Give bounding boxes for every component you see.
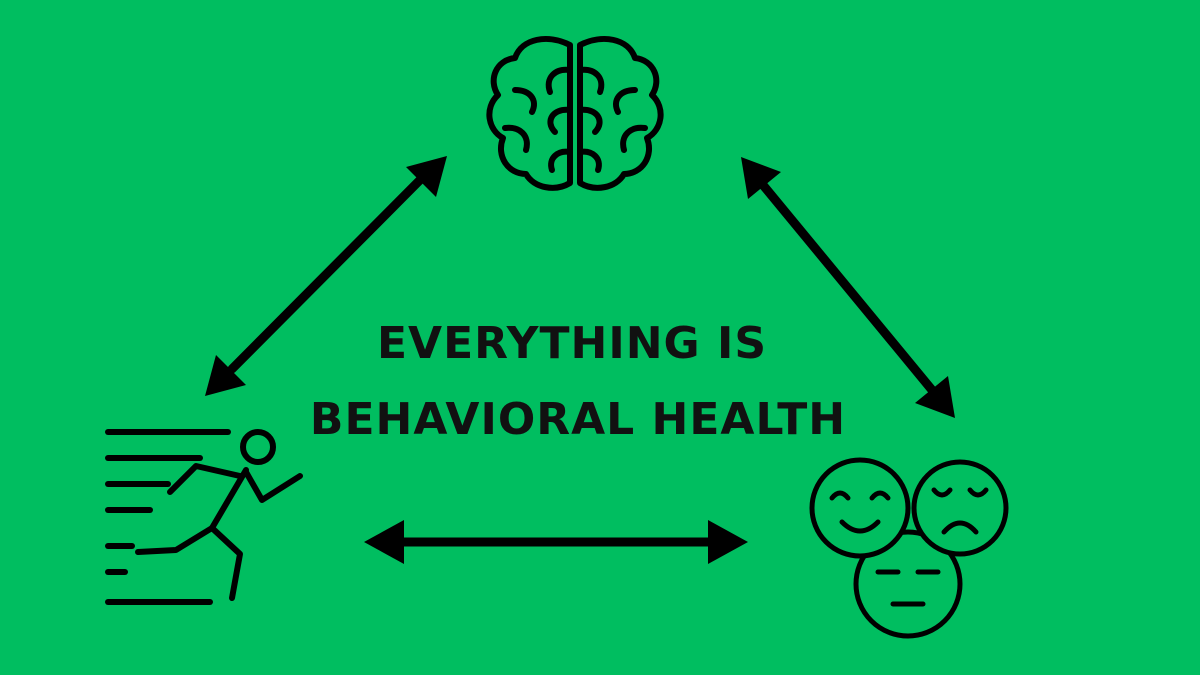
arrow-brain-to-runner: [205, 156, 447, 396]
running-person-icon: [105, 429, 303, 605]
happy-face-icon: [809, 457, 911, 559]
headline-line-2: BEHAVIORAL HEALTH: [310, 394, 846, 445]
brain-icon: [486, 36, 664, 191]
neutral-face-icon: [853, 529, 963, 639]
emotion-faces-icon: [809, 457, 1009, 639]
arrow-brain-to-faces: [741, 157, 955, 418]
sad-face-icon: [911, 459, 1009, 557]
arrow-runner-to-faces: [364, 520, 748, 564]
headline-line-1: EVERYTHING IS: [377, 318, 767, 369]
